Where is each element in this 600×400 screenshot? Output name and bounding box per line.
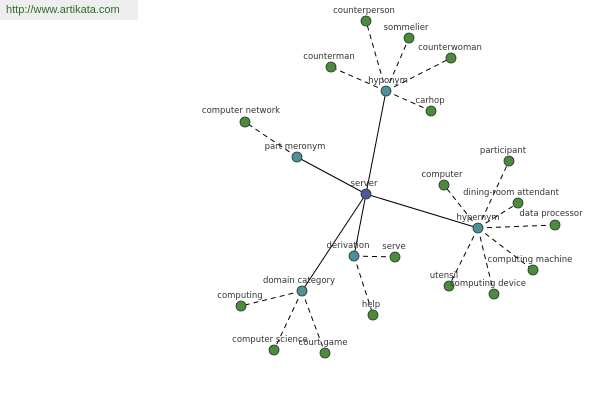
nodes-layer (235, 15, 561, 359)
leaf-label-computing-machine[interactable]: computing machine (488, 255, 573, 265)
leaf-label-counterperson[interactable]: counterperson (333, 6, 395, 16)
leaf-node-counterperson[interactable] (360, 15, 372, 27)
relation-node-hypernym[interactable] (472, 222, 484, 234)
leaf-label-utensil[interactable]: utensil (430, 271, 459, 281)
leaf-label-counterman[interactable]: counterman (303, 52, 354, 62)
edge-hyponym-counterman (330, 66, 387, 92)
edge-hyponym-counterperson (365, 20, 387, 92)
edge-hypernym-utensil (448, 227, 479, 287)
leaf-node-dining-room-attendant[interactable] (512, 197, 524, 209)
leaf-node-carhop[interactable] (425, 105, 437, 117)
relation-label-hyponym[interactable]: hyponym (368, 76, 408, 86)
leaf-node-computer[interactable] (438, 179, 450, 191)
relation-node-part-meronym[interactable] (291, 151, 303, 163)
edge-domain-category-computing (240, 290, 303, 307)
leaf-label-dining-room-attendant[interactable]: dining-room attendant (463, 188, 560, 198)
leaf-label-carhop[interactable]: carhop (415, 96, 444, 106)
leaf-label-computer-network[interactable]: computer network (202, 106, 280, 116)
root-label-server[interactable]: server (351, 179, 378, 189)
edge-server-hyponym (365, 90, 387, 195)
leaf-node-sommelier[interactable] (403, 32, 415, 44)
leaf-label-serve[interactable]: serve (382, 242, 405, 252)
edge-hyponym-counterwoman (385, 57, 452, 92)
leaf-node-serve[interactable] (389, 251, 401, 263)
relation-node-derivation[interactable] (348, 250, 360, 262)
root-node-server[interactable] (360, 188, 372, 200)
relation-label-part-meronym[interactable]: part meronym (265, 142, 326, 152)
edge-hyponym-sommelier (385, 37, 410, 92)
source-url-label: http://www.artikata.com (0, 0, 138, 20)
edge-domain-category-court-game (301, 290, 326, 354)
leaf-node-computing-device[interactable] (488, 288, 500, 300)
leaf-node-counterman[interactable] (325, 61, 337, 73)
leaf-node-computing-machine[interactable] (527, 264, 539, 276)
edge-derivation-serve (353, 255, 396, 258)
edge-hypernym-computer (443, 184, 479, 229)
relation-node-domain-category[interactable] (296, 285, 308, 297)
edge-derivation-help (353, 255, 374, 316)
leaf-label-counterwoman[interactable]: counterwoman (418, 43, 482, 53)
leaf-label-computer-science[interactable]: computer science (232, 335, 308, 345)
edge-hypernym-data-processor (477, 224, 556, 229)
leaf-label-computing[interactable]: computing (217, 291, 262, 301)
edge-hypernym-computing-machine (477, 227, 534, 271)
edge-hypernym-participant (477, 160, 510, 229)
leaf-node-computing[interactable] (235, 300, 247, 312)
relation-label-derivation[interactable]: derivation (326, 241, 369, 251)
leaf-label-participant[interactable]: participant (480, 146, 527, 156)
leaf-label-computing-device[interactable]: computing device (450, 279, 526, 289)
edge-server-derivation (353, 193, 367, 257)
relation-label-domain-category[interactable]: domain category (263, 276, 335, 286)
leaf-node-participant[interactable] (503, 155, 515, 167)
leaf-node-data-processor[interactable] (549, 219, 561, 231)
edge-hypernym-dining-room-attendant (477, 202, 519, 229)
edge-server-domain-category (301, 193, 367, 292)
leaf-node-court-game[interactable] (319, 347, 331, 359)
edge-server-hypernym (365, 193, 479, 229)
leaf-label-court-game[interactable]: court game (299, 338, 348, 348)
edge-hypernym-computing-device (477, 227, 495, 295)
leaf-node-help[interactable] (367, 309, 379, 321)
leaf-label-computer[interactable]: computer (422, 170, 463, 180)
relation-label-hypernym[interactable]: hypernym (456, 213, 499, 223)
leaf-node-counterwoman[interactable] (445, 52, 457, 64)
edge-domain-category-computer-science (273, 290, 303, 351)
relation-node-hyponym[interactable] (380, 85, 392, 97)
leaf-node-computer-science[interactable] (268, 344, 280, 356)
leaf-label-data-processor[interactable]: data processor (519, 209, 583, 219)
edges-layer (240, 20, 556, 354)
leaf-node-utensil[interactable] (443, 280, 455, 292)
leaf-node-computer-network[interactable] (239, 116, 251, 128)
leaf-label-help[interactable]: help (362, 300, 380, 310)
leaf-label-sommelier[interactable]: sommelier (384, 23, 429, 33)
labels-layer: counterperson sommelier counterwoman counte… (202, 6, 583, 348)
edge-server-part-meronym (296, 156, 367, 195)
edge-part-meronym-computer-network (244, 121, 298, 158)
